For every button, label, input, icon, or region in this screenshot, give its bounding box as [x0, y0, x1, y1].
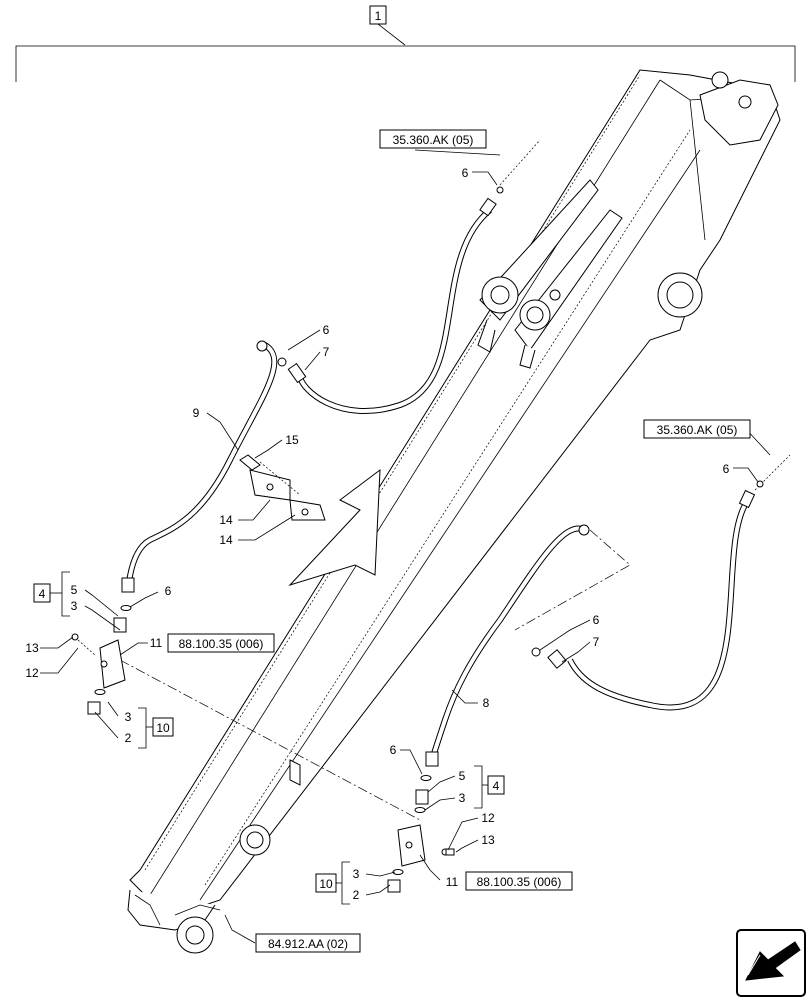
callout-labels: 6 6 7 9 15 14 14 5 3 6 13 12 11 3 2 6 6 … — [25, 166, 729, 902]
callout-11-left: 11 — [150, 636, 163, 650]
callout-3-right-lower: 3 — [353, 867, 360, 881]
callout-15: 15 — [285, 433, 299, 447]
kit-4-right: 4 — [493, 779, 500, 793]
centerline-right — [514, 529, 631, 631]
callout-14-a: 14 — [219, 513, 233, 527]
ref-ext-left: 88.100.35 (006) — [179, 637, 264, 651]
callout-9: 9 — [193, 406, 200, 420]
callout-5-right: 5 — [459, 769, 466, 783]
ref-box-ext-left — [167, 633, 275, 653]
callout-11-right: 11 — [446, 875, 459, 889]
clamp-14-15 — [239, 454, 326, 521]
callout-3-left: 3 — [71, 599, 78, 613]
hose-right — [531, 454, 791, 711]
callout-7-right: 7 — [593, 635, 600, 649]
callout-6-right-mid: 6 — [593, 613, 600, 627]
tube-8 — [425, 524, 590, 767]
callout-13-right: 13 — [481, 833, 495, 847]
callout-12-left: 12 — [25, 666, 39, 680]
ref-ext-right: 88.100.35 (006) — [477, 875, 562, 889]
assembly-label: 1 — [375, 9, 382, 23]
callout-6-right: 6 — [390, 743, 397, 757]
fitting-stack-right — [387, 775, 455, 893]
callout-2-right: 2 — [353, 888, 360, 902]
callout-14-b: 14 — [219, 533, 233, 547]
ref-box-top — [379, 129, 487, 149]
callout-13-left: 13 — [25, 641, 39, 655]
ref-top: 35.360.AK (05) — [393, 133, 474, 147]
hose-left — [277, 139, 541, 414]
centerline-left — [119, 659, 421, 821]
ref-box-bottom — [255, 933, 361, 953]
callout-12-right: 12 — [481, 811, 495, 825]
tube-9 — [121, 340, 278, 593]
orientation-arrow-icon[interactable] — [736, 929, 806, 997]
ref-box-ext-right — [465, 871, 573, 891]
callout-3-right: 3 — [459, 791, 466, 805]
fitting-stack-left — [71, 605, 132, 715]
boom-structure — [127, 69, 781, 954]
callout-6-mid: 6 — [323, 323, 330, 337]
assembly-bracket: 1 — [15, 5, 796, 82]
callout-7-mid: 7 — [323, 345, 330, 359]
kit-10-right: 10 — [319, 877, 333, 891]
callout-2-left: 2 — [125, 731, 132, 745]
callout-6-right-top: 6 — [723, 462, 730, 476]
ref-right: 35.360.AK (05) — [657, 423, 738, 437]
ref-box-right — [643, 419, 751, 439]
section-arrow — [288, 468, 381, 587]
ref-bottom: 84.912.AA (02) — [268, 937, 348, 951]
kit-4-left: 4 — [39, 587, 46, 601]
callout-3-left-lower: 3 — [125, 710, 132, 724]
callout-6-left: 6 — [165, 584, 172, 598]
callout-8: 8 — [483, 696, 490, 710]
callout-6-top: 6 — [462, 166, 469, 180]
callout-5-left: 5 — [71, 583, 78, 597]
kit-10-left: 10 — [156, 721, 170, 735]
